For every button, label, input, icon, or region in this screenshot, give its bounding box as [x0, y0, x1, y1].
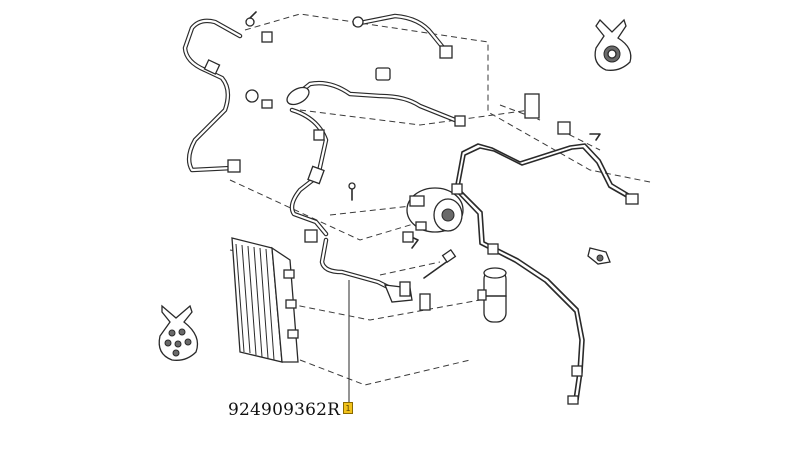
right-pipe [451, 93, 639, 405]
compressor [402, 187, 464, 311]
middle-hose [245, 67, 466, 127]
callout-marker[interactable]: 1 [343, 402, 353, 414]
receiver-drier [477, 267, 507, 323]
upper-right-hose [352, 13, 453, 59]
condenser [231, 237, 299, 363]
pipe-clip [587, 247, 611, 265]
part-number-label[interactable]: 924909362R [228, 400, 341, 420]
central-pipe [289, 107, 356, 243]
parts-bag-icon-top [594, 18, 632, 71]
upper-hose [182, 11, 273, 173]
parts-bag-icon-bottom [158, 304, 199, 361]
lower-pipe-924909362R [319, 237, 413, 402]
